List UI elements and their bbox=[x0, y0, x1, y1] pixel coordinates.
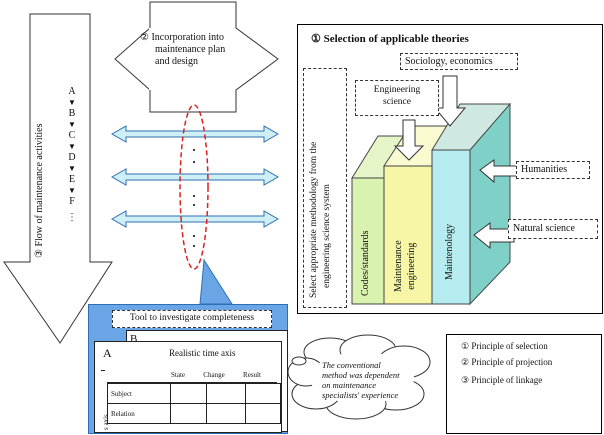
cloud-text: The conventional method was dependent on… bbox=[322, 360, 422, 400]
column-result: Result bbox=[243, 371, 261, 379]
principle-projection: ② Principle of projection bbox=[461, 357, 553, 367]
methodology-box bbox=[303, 68, 347, 308]
linkage-arrow-1 bbox=[110, 125, 280, 143]
principle-linkage: ③ Principle of linkage bbox=[461, 375, 543, 385]
flow-letter-d: D bbox=[68, 152, 76, 163]
flow-letters: A ▼ B ▼ C ▼ D ▼ E ▼ F ⋮ bbox=[64, 86, 80, 224]
eng-science-line-2: science bbox=[383, 97, 411, 107]
flow-letter-e: E bbox=[68, 174, 76, 185]
column-state: State bbox=[171, 371, 185, 379]
table-cell bbox=[245, 403, 281, 424]
tool-card-front: A Realistic time axis s axis State Chang… bbox=[94, 341, 282, 433]
projection-ellipse bbox=[179, 104, 209, 270]
tool-card-back-letter: B bbox=[130, 333, 138, 345]
incorporation-line-3: and design bbox=[155, 56, 199, 67]
table-row: Relation bbox=[107, 403, 281, 424]
natural-science-label: Natural science bbox=[508, 219, 598, 239]
sociology-label: Sociology, economics bbox=[400, 53, 518, 70]
tool-card-letter: A bbox=[103, 346, 112, 360]
incorporation-line-2: maintenance plan bbox=[155, 44, 226, 55]
eng-science-arrow bbox=[393, 119, 425, 161]
thought-cloud bbox=[287, 334, 431, 420]
humanities-label: Humanities bbox=[516, 161, 590, 179]
flow-letter-c: C bbox=[68, 130, 76, 141]
cloud-line-4: specialists' experience bbox=[322, 390, 399, 400]
flow-arrow-icon: ▼ bbox=[68, 142, 76, 151]
table-cell bbox=[169, 403, 208, 424]
incorporation-label: ② Incorporation into maintenance plan an… bbox=[140, 32, 260, 68]
tool-label: Tool to investigate completeness bbox=[112, 310, 272, 328]
ellipse-dots bbox=[193, 149, 195, 247]
cloud-line-3: on maintenance bbox=[322, 380, 377, 390]
flow-ellipsis: ⋮ bbox=[67, 212, 77, 223]
book-codes-front bbox=[351, 177, 385, 305]
book-maintenology-side bbox=[469, 102, 511, 306]
linkage-arrows bbox=[110, 125, 280, 228]
axis-line bbox=[107, 382, 277, 383]
eng-science-line-1: Engineering bbox=[373, 85, 421, 95]
axis-tick bbox=[101, 370, 105, 371]
incorporation-double-arrow bbox=[114, 1, 279, 113]
linkage-arrow-3 bbox=[110, 210, 280, 228]
row-relation: Relation bbox=[107, 403, 171, 424]
cloud-bubble-small bbox=[291, 356, 307, 366]
cloud-line-1: The conventional bbox=[322, 360, 381, 370]
sociology-arrow bbox=[433, 75, 467, 127]
cloud-line-2: method was dependent bbox=[322, 370, 400, 380]
incorporation-line-1: ② Incorporation into bbox=[140, 32, 224, 43]
axis-title: Realistic time axis bbox=[169, 348, 236, 358]
principle-selection: ① Principle of selection bbox=[461, 341, 548, 351]
book-maint-front bbox=[383, 165, 433, 305]
flow-letter-f: F bbox=[69, 196, 75, 207]
flow-arrow-icon: ▼ bbox=[68, 98, 76, 107]
flow-arrow-icon: ▼ bbox=[68, 186, 76, 195]
tool-table: Subject Relation bbox=[107, 383, 281, 424]
flow-arrow-icon: ▼ bbox=[68, 164, 76, 173]
table-row: Subject bbox=[107, 383, 281, 404]
flow-down-arrow bbox=[3, 13, 113, 344]
column-change: Change bbox=[203, 371, 225, 379]
principles-legend: ① Principle of selection ② Principle of … bbox=[446, 334, 602, 434]
flow-letter-a: A bbox=[68, 86, 76, 97]
book-maintenology-front bbox=[431, 149, 471, 305]
flow-letter-b: B bbox=[68, 108, 76, 119]
flow-arrow-icon: ▼ bbox=[68, 120, 76, 129]
eng-science-label: Engineering science bbox=[355, 80, 439, 116]
selection-title: ① Selection of applicable theories bbox=[311, 33, 469, 45]
linkage-arrow-2 bbox=[110, 168, 280, 186]
